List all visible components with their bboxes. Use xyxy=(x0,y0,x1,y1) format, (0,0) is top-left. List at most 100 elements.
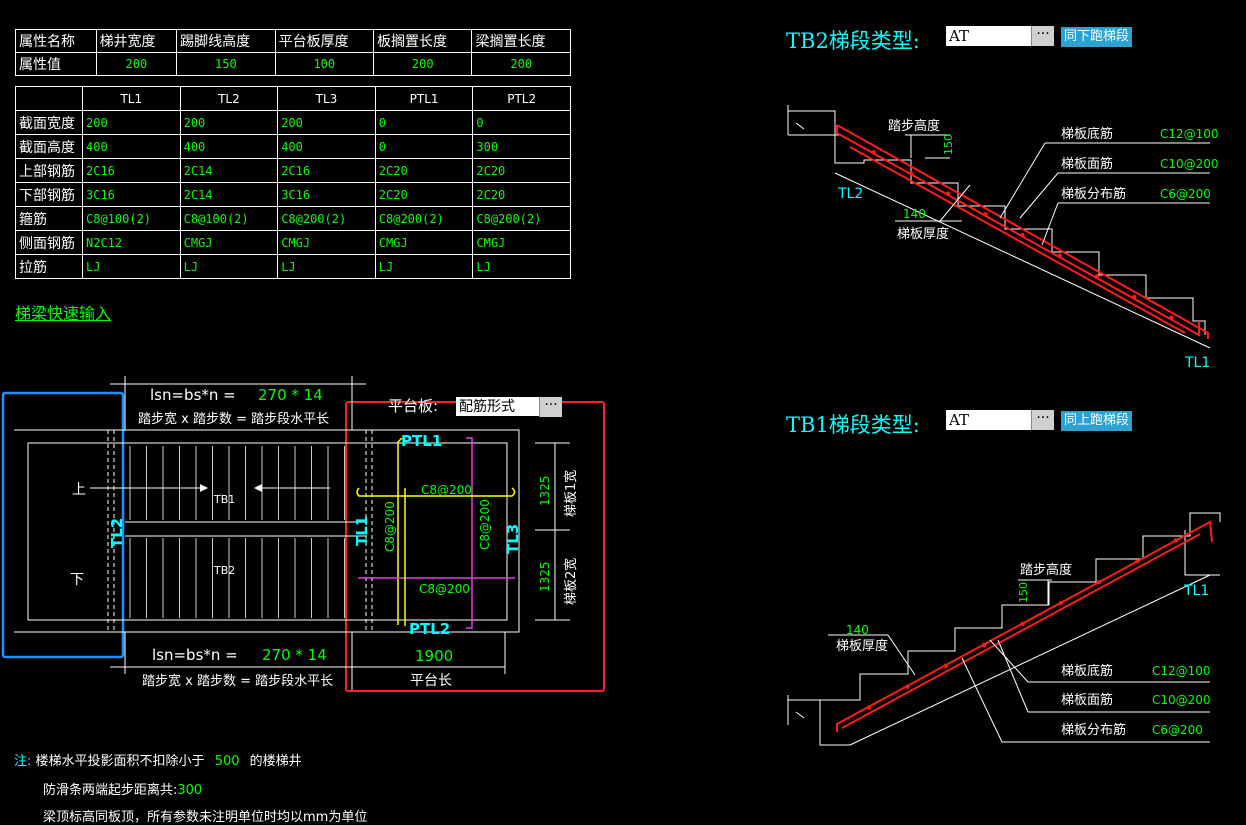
rebar-left-label[interactable]: C8@200 xyxy=(383,501,397,552)
tb2-type-dropdown-button[interactable]: ··· xyxy=(1031,26,1054,46)
beam-value-cell[interactable]: 300 xyxy=(472,134,571,159)
prop-value-cell[interactable]: 200 xyxy=(373,52,473,76)
platform-type-dropdown-button[interactable]: ··· xyxy=(539,397,562,417)
beam-value-cell[interactable]: C8@100(2) xyxy=(82,206,181,231)
beam-value-cell[interactable]: C8@200(2) xyxy=(472,206,571,231)
beam-value-cell[interactable]: LJ xyxy=(374,254,474,279)
tb2-top-bar-value[interactable]: C10@200 xyxy=(1160,157,1219,171)
prop-value-cell[interactable]: 100 xyxy=(274,52,375,76)
beam-value-cell[interactable]: LJ xyxy=(277,254,376,279)
tb2-thickness-value[interactable]: 140 xyxy=(903,207,926,221)
tb2-step-height-label: 踏步高度 xyxy=(888,118,940,134)
tl2-select-frame[interactable] xyxy=(1,391,125,659)
prop-header-4: 板搁置长度 xyxy=(373,29,473,53)
tb2-bottom-bar-value[interactable]: C12@100 xyxy=(1160,127,1219,141)
rebar-right-label[interactable]: C8@200 xyxy=(478,499,492,550)
beam-value-cell[interactable]: 400 xyxy=(179,134,279,159)
tb2-bottom-bar-label: 梯板底筋 xyxy=(1061,126,1113,142)
beam-value-cell[interactable]: 2C20 xyxy=(472,182,571,207)
tb1-dist-bar-leader xyxy=(961,657,1003,743)
dist-bar-dot xyxy=(908,170,914,176)
beam-value-cell[interactable]: 200 xyxy=(277,110,376,135)
beam-value-cell[interactable]: 2C20 xyxy=(472,158,571,183)
beam-value-cell[interactable]: 2C14 xyxy=(179,158,279,183)
beam-value-cell[interactable]: LJ xyxy=(82,254,181,279)
note-line1-value[interactable]: 500 xyxy=(214,754,240,769)
tb1-bottom-bar-label: 梯板底筋 xyxy=(1061,663,1113,679)
tb1-section-drawing: 踏步高度 150 140 梯板厚度 梯板底筋 C12@100 梯板面筋 C10@… xyxy=(787,512,1221,746)
beam-value-cell[interactable]: 2C20 xyxy=(374,182,474,207)
beam-value-cell[interactable]: 0 xyxy=(374,134,474,159)
lsn-top-values[interactable]: 270 * 14 xyxy=(258,386,323,404)
prop-value-cell[interactable]: 200 xyxy=(95,52,178,76)
tb2-step-height-value[interactable]: 150 xyxy=(942,134,955,155)
rebar-top-label[interactable]: C8@200 xyxy=(421,483,472,497)
tl1-plan-label: TL1 xyxy=(353,516,371,546)
platform-type-combo[interactable]: 配筋形式 ··· xyxy=(456,397,562,417)
tb2-thickness-label: 梯板厚度 xyxy=(897,226,949,242)
dist-bar-dot xyxy=(983,212,988,217)
tb2-dist-bar-value[interactable]: C6@200 xyxy=(1160,187,1211,201)
tb1-dist-bar-dots xyxy=(866,538,1179,710)
dim-1325-a[interactable]: 1325 xyxy=(538,475,552,506)
beam-value-cell[interactable]: C8@100(2) xyxy=(179,206,279,231)
beam-value-cell[interactable]: 400 xyxy=(277,134,376,159)
beam-value-cell[interactable]: C8@200(2) xyxy=(374,206,474,231)
note-line2-value[interactable]: 300 xyxy=(177,783,203,798)
tb1-dist-bar-label: 梯板分布筋 xyxy=(1061,722,1126,738)
beam-value-cell[interactable]: LJ xyxy=(179,254,279,279)
beam-col-tl3: TL3 xyxy=(277,86,376,111)
beam-value-cell[interactable]: 200 xyxy=(179,110,279,135)
platform-length-value[interactable]: 1900 xyxy=(415,647,453,665)
beam-value-cell[interactable]: 2C20 xyxy=(374,158,474,183)
tb1-soffit-line xyxy=(849,574,1211,746)
beam-value-cell[interactable]: 3C16 xyxy=(82,182,181,207)
tb2-type-combo[interactable]: AT ··· xyxy=(946,26,1054,46)
beam-value-cell[interactable]: 2C16 xyxy=(277,158,376,183)
tb1-type-combo[interactable]: AT ··· xyxy=(946,410,1054,430)
beam-value-cell[interactable]: CMGJ xyxy=(277,230,376,255)
beam-value-cell[interactable]: LJ xyxy=(472,254,571,279)
tl3-label: TL3 xyxy=(504,524,522,554)
beam-value-cell[interactable]: 2C16 xyxy=(82,158,181,183)
tb2-top-bar-label: 梯板面筋 xyxy=(1061,156,1113,172)
stair-treads xyxy=(129,446,345,618)
beam-value-cell[interactable]: 2C14 xyxy=(179,182,279,207)
tb1-bottom-bar-value[interactable]: C12@100 xyxy=(1152,664,1211,678)
beam-value-cell[interactable]: 200 xyxy=(82,110,181,135)
tb1-thickness-value[interactable]: 140 xyxy=(846,623,869,637)
beam-value-cell[interactable]: CMGJ xyxy=(179,230,279,255)
tb1-label: TB1 xyxy=(213,493,235,506)
tb2-tl1-label: TL1 xyxy=(1184,355,1210,371)
beam-row-label: 截面宽度 xyxy=(15,110,83,135)
beam-value-cell[interactable]: 0 xyxy=(374,110,474,135)
tb2-same-as-lower-button[interactable]: 同下跑梯段 xyxy=(1061,27,1133,47)
tb1-top-bar-leader xyxy=(997,639,1029,713)
prop-value-cell[interactable]: 150 xyxy=(176,52,276,76)
dim-1325-b[interactable]: 1325 xyxy=(538,561,552,592)
lsn-top-caption: 踏步宽 x 踏步数 = 踏步段水平长 xyxy=(138,411,329,427)
tb1-dist-bar-value[interactable]: C6@200 xyxy=(1152,723,1203,737)
rebar-bot-label[interactable]: C8@200 xyxy=(419,582,470,596)
beam-value-cell[interactable]: CMGJ xyxy=(374,230,474,255)
tb2-thickness-leader xyxy=(939,184,971,222)
beam-value-cell[interactable]: 0 xyxy=(472,110,571,135)
dist-bar-dot xyxy=(1020,621,1025,627)
lsn-bot-values[interactable]: 270 * 14 xyxy=(262,646,327,664)
beam-value-cell[interactable]: 400 xyxy=(82,134,181,159)
prop-value-cell[interactable]: 200 xyxy=(471,52,571,76)
tb1-type-dropdown-button[interactable]: ··· xyxy=(1031,410,1054,430)
tb2-tl2-label: TL2 xyxy=(837,186,863,202)
beam-value-cell[interactable]: CMGJ xyxy=(472,230,571,255)
beam-value-cell[interactable]: 3C16 xyxy=(277,182,376,207)
beam-value-cell[interactable]: C8@200(2) xyxy=(277,206,376,231)
beam-row-label: 侧面钢筋 xyxy=(15,230,83,255)
quick-input-link[interactable]: 梯梁快速输入 xyxy=(15,304,112,323)
tb1-top-bar-value[interactable]: C10@200 xyxy=(1152,693,1211,707)
note-line-2: 防滑条两端起步距离共:300 xyxy=(43,779,202,798)
dist-bar-dot xyxy=(981,642,987,648)
tb1-step-height-value[interactable]: 150 xyxy=(1017,582,1030,603)
tb1-same-as-upper-button[interactable]: 同上跑梯段 xyxy=(1061,411,1133,431)
beam-value-cell[interactable]: N2C12 xyxy=(82,230,181,255)
